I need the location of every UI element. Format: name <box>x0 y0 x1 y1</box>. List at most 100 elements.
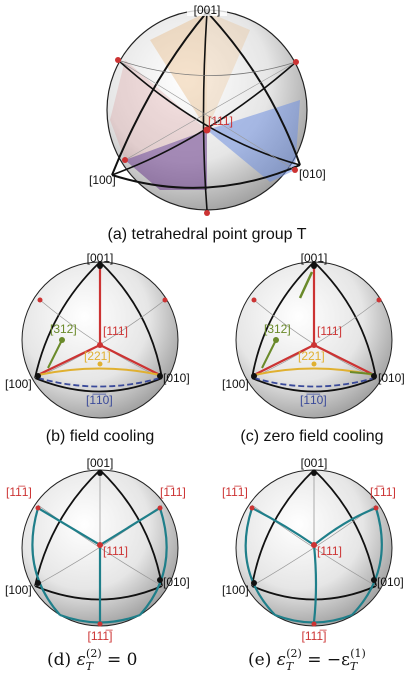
arc-e-1 <box>251 469 315 587</box>
label-100-c: [100] <box>222 377 249 391</box>
dot-c-center <box>311 342 317 348</box>
dot-c-top <box>311 263 317 269</box>
great-circle-6 <box>202 11 208 211</box>
panel-e: [001] [11̅1] [1̅11] [111] [100] [010] [1… <box>222 456 404 673</box>
dot-d-left <box>35 580 41 586</box>
arc-c-1 <box>251 261 315 379</box>
caption-d: (d) εT(2) = 0 <box>47 647 138 673</box>
caption-a: (a) tetrahedral point group T <box>108 226 307 243</box>
arc-e-3 <box>251 585 377 601</box>
dot-d-ul <box>35 505 41 511</box>
dot-right <box>292 167 298 173</box>
purple-sector <box>125 130 207 190</box>
dot-center <box>203 126 211 134</box>
arc-b-2 <box>99 261 163 379</box>
arc-d-2 <box>99 469 163 587</box>
yellow-path-b <box>37 367 161 376</box>
label-221-b: [221] <box>84 349 111 363</box>
blue-dash-b <box>37 377 161 388</box>
dot-ur <box>293 59 299 65</box>
teal-path-d-3 <box>31 507 61 616</box>
blue-dash-c <box>253 377 375 388</box>
label-001-a: [001] <box>194 3 221 17</box>
dot-e-top <box>311 470 317 476</box>
label-010-c: [010] <box>378 371 405 385</box>
dot-b-ur <box>162 297 168 303</box>
label-010-d: [010] <box>163 575 190 589</box>
great-circle-2 <box>206 11 301 166</box>
green-dot-c <box>273 337 279 343</box>
dot-e-right <box>371 577 377 583</box>
label-100-e: [100] <box>222 583 249 597</box>
label-312-b: [312] <box>50 322 77 336</box>
label-1m11-d: [11̅1] <box>6 485 32 499</box>
label-11m1-d: [111̅] <box>88 629 114 643</box>
dot-b-center <box>97 342 103 348</box>
thin-line-3 <box>117 59 296 171</box>
label-110-c: [1̅1̅0] <box>300 393 327 407</box>
red-line-c-3 <box>313 344 373 375</box>
dot-bottom <box>204 210 210 216</box>
panel-d: [001] [11̅1] [1̅11] [111] [100] [010] [1… <box>5 456 190 673</box>
dot-b-left <box>35 373 41 379</box>
dot-e-ur <box>373 505 379 511</box>
label-010-b: [010] <box>163 371 190 385</box>
teal-path-d-4 <box>139 507 168 616</box>
red-line-b-2 <box>39 344 101 375</box>
blue-sector <box>207 100 300 182</box>
arc-c-2 <box>313 261 377 379</box>
arc-c-3 <box>251 377 377 393</box>
label-1m11-e: [11̅1] <box>222 485 248 499</box>
red-line-b-3 <box>99 344 159 375</box>
thin-line-1 <box>117 59 297 76</box>
label-001-b: [001] <box>87 251 114 265</box>
green-path-b <box>47 339 63 369</box>
label-111-c: [111] <box>317 324 342 338</box>
label-m111-d: [1̅11] <box>160 485 186 499</box>
arc-e-2 <box>313 469 377 587</box>
teal-path-e-3 <box>244 507 276 616</box>
dot-b-top <box>97 263 103 269</box>
dot-c-right <box>371 373 377 379</box>
dot-c-left <box>251 373 257 379</box>
dot-c-ur <box>376 297 382 303</box>
panel-b: [001] [111] [312] [221] [100] [010] [1̅1… <box>5 251 190 445</box>
orange-sector <box>150 12 207 130</box>
dot-d-ur <box>157 505 163 511</box>
arc-d-1 <box>34 469 101 587</box>
teal-path-e-2 <box>312 544 318 623</box>
panel-c: [001] [111] [312] [221] [100] [010] [1̅1… <box>222 251 405 445</box>
dot-d-bottom <box>97 621 103 627</box>
label-001-e: [001] <box>301 456 328 470</box>
caption-c: (c) zero field cooling <box>240 428 383 445</box>
great-circle-4 <box>117 59 301 166</box>
dot-b-right <box>157 373 163 379</box>
pink-sector <box>110 60 207 160</box>
label-001-d: [001] <box>87 456 114 470</box>
dot-b-ul <box>37 297 43 303</box>
green-path-c-right <box>349 371 373 375</box>
great-circle-1 <box>111 11 208 176</box>
label-111-a: [111] <box>208 114 233 128</box>
great-circle-3 <box>111 164 301 189</box>
thin-line-2 <box>124 61 297 161</box>
dot-e-center <box>311 542 317 548</box>
arc-b-3 <box>34 377 163 393</box>
label-111-d: [111] <box>103 544 128 558</box>
green-path-c-top <box>298 271 314 299</box>
panel-a: [001] [111] [100] [010] (a) tetrahedral … <box>89 2 326 243</box>
dot-d-top <box>97 470 103 476</box>
caption-b: (b) field cooling <box>46 428 155 445</box>
red-line-c-2 <box>255 344 315 375</box>
caption-e: (e) εT(2) = −εT(1) <box>248 647 366 673</box>
dot-d-center <box>97 542 103 548</box>
dot-left <box>122 157 128 163</box>
dot-e-ul <box>249 505 255 511</box>
label-100-d: [100] <box>5 583 32 597</box>
label-100-b: [100] <box>5 377 32 391</box>
label-111-e: [111] <box>317 544 342 558</box>
dot-e-bottom <box>311 621 317 627</box>
label-001-c: [001] <box>301 251 328 265</box>
orange-sector-2 <box>207 12 250 130</box>
label-010-a: [010] <box>299 167 326 181</box>
